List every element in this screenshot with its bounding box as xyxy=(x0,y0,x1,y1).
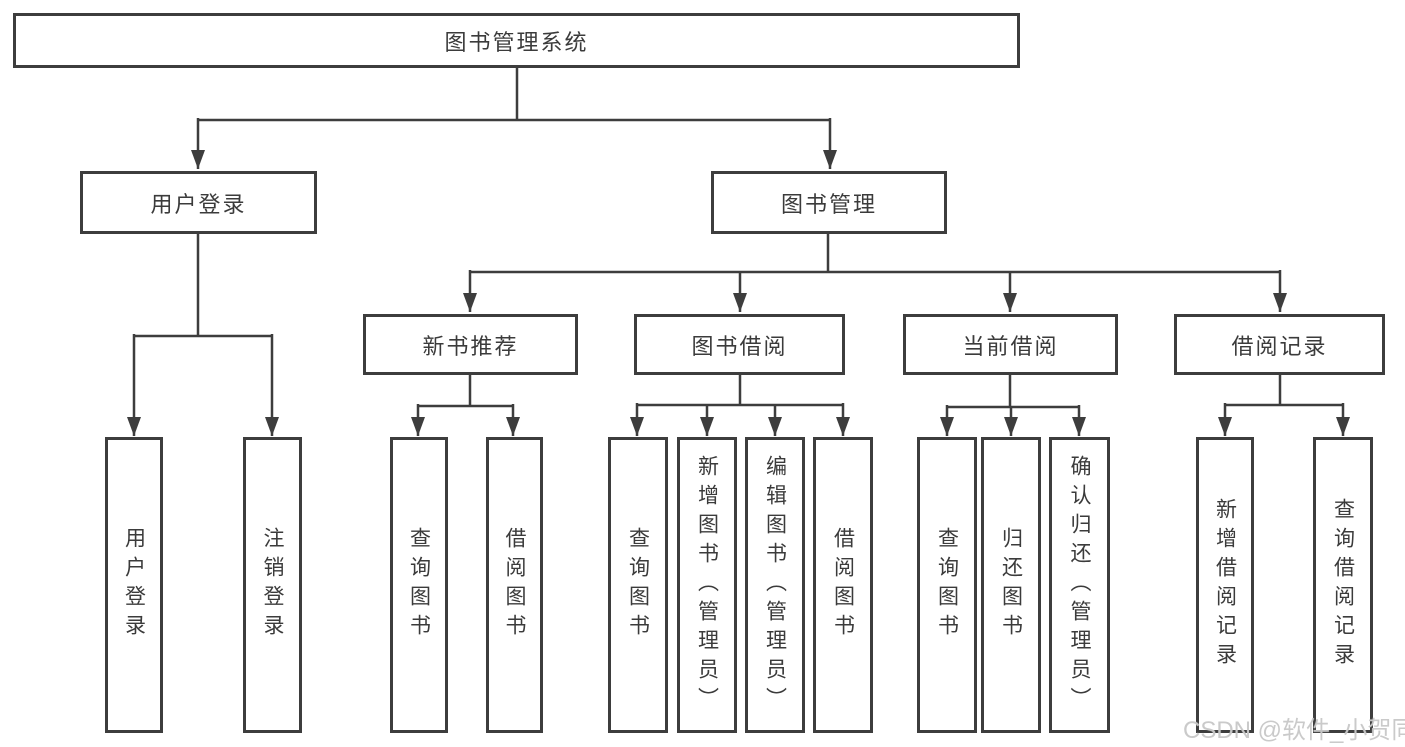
leaf-records-query-record: 查询借阅记录 xyxy=(1313,437,1373,733)
node-user-login: 用户登录 xyxy=(80,171,317,234)
leaf-user-login-label: 用户登录 xyxy=(122,527,146,643)
node-new-book-recommend-label: 新书推荐 xyxy=(422,333,519,359)
node-current-borrowing-label: 当前借阅 xyxy=(962,333,1059,359)
leaf-user-login: 用户登录 xyxy=(105,437,163,733)
node-book-borrowing: 图书借阅 xyxy=(634,314,845,375)
leaf-current-confirm-return-label: 确认归还（管理员） xyxy=(1068,454,1091,716)
node-current-borrowing: 当前借阅 xyxy=(903,314,1118,375)
leaf-current-query-book-label: 查询图书 xyxy=(935,527,959,643)
leaf-records-add-record: 新增借阅记录 xyxy=(1196,437,1254,733)
connector-book-borrowing xyxy=(637,375,843,407)
leaf-borrowing-query-book: 查询图书 xyxy=(608,437,668,733)
node-book-borrowing-label: 图书借阅 xyxy=(691,333,788,359)
leaf-borrowing-edit-book: 编辑图书（管理员） xyxy=(745,437,805,733)
node-library-system: 图书管理系统 xyxy=(13,13,1020,68)
connector-user-login xyxy=(134,234,272,338)
connector-borrowing-records xyxy=(1225,375,1343,407)
leaf-recommend-query-book-label: 查询图书 xyxy=(407,527,431,643)
leaf-recommend-borrow-book-label: 借阅图书 xyxy=(503,527,526,643)
node-borrowing-records: 借阅记录 xyxy=(1174,314,1385,375)
node-library-system-label: 图书管理系统 xyxy=(444,29,589,55)
connector-new-book-recommend xyxy=(418,375,513,408)
node-borrowing-records-label: 借阅记录 xyxy=(1231,333,1328,359)
leaf-borrowing-borrow-book: 借阅图书 xyxy=(813,437,873,733)
leaf-borrowing-edit-book-label: 编辑图书（管理员） xyxy=(763,454,787,716)
leaf-borrowing-borrow-book-label: 借阅图书 xyxy=(831,527,855,643)
leaf-recommend-borrow-book: 借阅图书 xyxy=(486,437,543,733)
node-new-book-recommend: 新书推荐 xyxy=(363,314,578,375)
leaf-current-query-book: 查询图书 xyxy=(917,437,977,733)
connector-root xyxy=(198,68,830,122)
csdn-watermark: CSDN @软件_小贺同学 xyxy=(1183,717,1405,744)
node-user-login-label: 用户登录 xyxy=(150,191,247,217)
node-book-management: 图书管理 xyxy=(711,171,947,234)
leaf-current-return-book-label: 归还图书 xyxy=(999,527,1023,643)
leaf-borrowing-add-book: 新增图书（管理员） xyxy=(677,437,737,733)
leaf-borrowing-query-book-label: 查询图书 xyxy=(626,527,650,643)
leaf-records-add-record-label: 新增借阅记录 xyxy=(1213,498,1237,672)
node-book-management-label: 图书管理 xyxy=(780,191,877,217)
leaf-current-return-book: 归还图书 xyxy=(981,437,1041,733)
leaf-logout-label: 注销登录 xyxy=(261,527,284,643)
connector-book-management xyxy=(470,234,1280,274)
leaf-logout: 注销登录 xyxy=(243,437,302,733)
leaf-borrowing-add-book-label: 新增图书（管理员） xyxy=(695,454,719,716)
connector-current-borrowing xyxy=(947,375,1079,409)
leaf-recommend-query-book: 查询图书 xyxy=(390,437,448,733)
leaf-current-confirm-return: 确认归还（管理员） xyxy=(1049,437,1110,733)
leaf-records-query-record-label: 查询借阅记录 xyxy=(1331,498,1355,672)
